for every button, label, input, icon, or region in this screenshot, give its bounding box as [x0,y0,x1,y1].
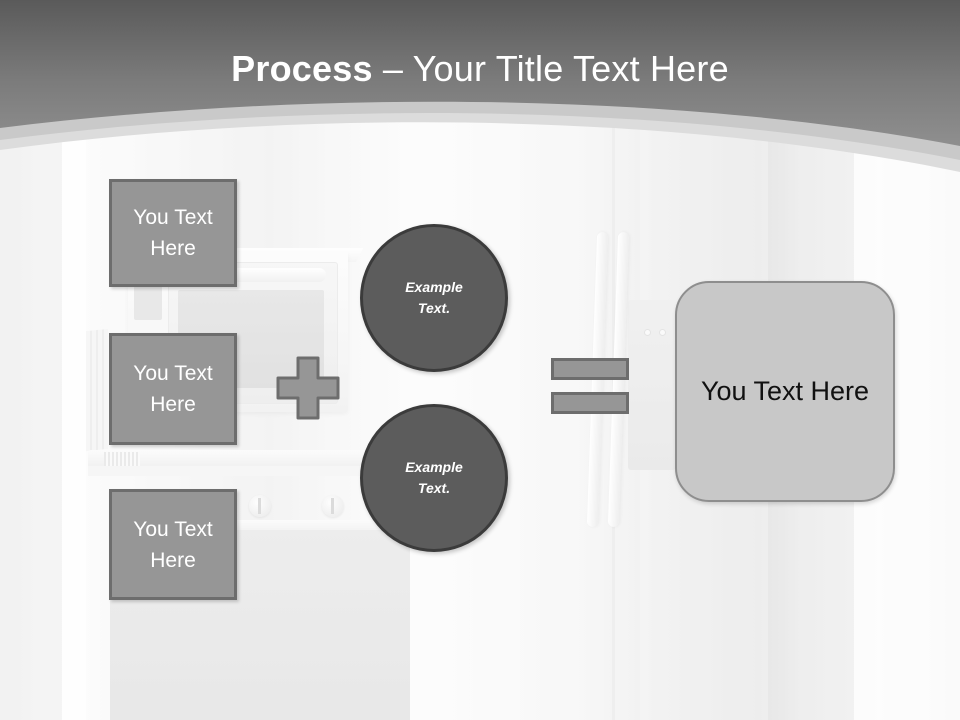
stove-knob-left [249,495,271,517]
equals-bar-top [551,358,629,380]
example-circle-2-label: Example Text. [405,457,463,499]
input-box-3-line2: Here [150,548,196,572]
result-box[interactable]: You Text Here [675,281,895,502]
page-title-rest: – Your Title Text Here [372,48,729,89]
stove-top-shadow-shape [88,466,418,476]
input-box-3-line1: You Text [133,517,213,541]
equals-icon [551,358,629,414]
example-circle-1-line1: Example [405,279,463,295]
input-box-2-label: You Text Here [133,358,212,420]
water-dispenser-shape [628,300,676,470]
stove-vent-shape [104,452,140,466]
example-circle-1-line2: Text. [417,300,451,316]
input-box-2[interactable]: You Text Here [109,333,237,445]
example-circle-1-label: Example Text. [405,277,463,319]
example-circle-2-line1: Example [405,459,463,475]
result-box-label: You Text Here [700,376,870,406]
background-highlight-stripe [62,0,86,720]
input-box-1[interactable]: You Text Here [109,179,237,287]
input-box-1-line2: Here [150,237,196,260]
input-box-3-label: You Text Here [133,514,212,576]
input-box-1-label: You Text Here [133,202,212,264]
background-wall-stripe-left [0,0,62,720]
example-circle-2-line2: Text. [417,480,451,496]
input-box-2-line2: Here [150,393,196,416]
stove-top-shape [88,450,418,468]
dispenser-indicator-right [660,330,665,335]
stove-knob-right [322,495,344,517]
dispenser-indicator-left [645,330,650,335]
page-title-emphasis: Process [231,48,373,89]
equals-bar-bottom [551,392,629,414]
page-title: Process – Your Title Text Here [0,48,960,90]
input-box-1-line1: You Text [133,206,213,229]
dish-rack-shape [86,328,108,452]
plus-icon [276,356,340,420]
example-circle-1[interactable]: Example Text. [360,224,508,372]
input-box-2-line1: You Text [133,362,213,385]
microwave-control-panel-shape [134,286,162,320]
example-circle-2[interactable]: Example Text. [360,404,508,552]
input-box-3[interactable]: You Text Here [109,489,237,600]
